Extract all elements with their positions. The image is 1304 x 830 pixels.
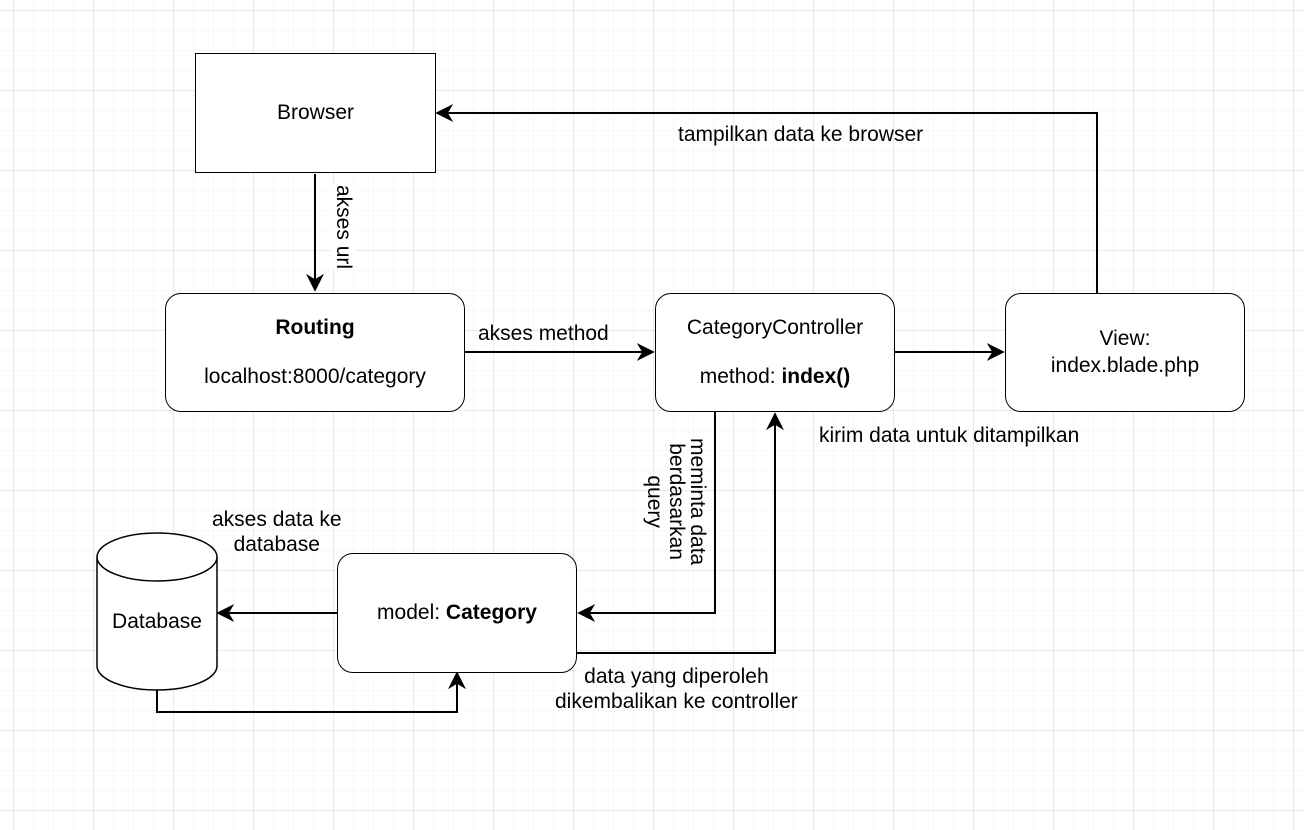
view-node[interactable]: View: index.blade.php: [1005, 293, 1245, 412]
controller-method-prefix: method:: [699, 364, 782, 388]
model-node[interactable]: model: Category: [337, 553, 577, 673]
controller-node[interactable]: CategoryController method: index(): [655, 293, 895, 412]
label-akses-method: akses method: [478, 322, 609, 345]
label-meminta-data: meminta data berdasarkan query: [643, 438, 709, 566]
controller-title: CategoryController: [686, 316, 864, 340]
database-node[interactable]: Database: [97, 610, 217, 634]
browser-label: Browser: [276, 100, 355, 124]
edge-database-to-model: [156, 671, 466, 713]
browser-node[interactable]: Browser: [195, 53, 436, 173]
model-prefix: model:: [377, 600, 446, 624]
model-label: model: Category: [377, 600, 537, 626]
routing-title: Routing: [275, 316, 355, 340]
label-akses-url: akses url: [330, 185, 356, 270]
routing-url: localhost:8000/category: [204, 364, 426, 388]
controller-method-name: index(): [781, 364, 851, 388]
controller-method: method: index(): [700, 364, 851, 390]
model-name: Category: [445, 600, 537, 624]
view-line2: index.blade.php: [1050, 353, 1200, 377]
routing-node[interactable]: Routing localhost:8000/category: [165, 293, 465, 412]
label-akses-data-ke-database: akses data ke database: [212, 508, 342, 557]
label-tampilkan-data: tampilkan data ke browser: [678, 123, 924, 146]
database-label: Database: [112, 610, 202, 633]
label-data-dikembalikan: data yang diperoleh dikembalikan ke cont…: [555, 665, 798, 714]
label-kirim-data: kirim data untuk ditampilkan: [819, 424, 1080, 447]
view-line1: View:: [1099, 327, 1151, 351]
